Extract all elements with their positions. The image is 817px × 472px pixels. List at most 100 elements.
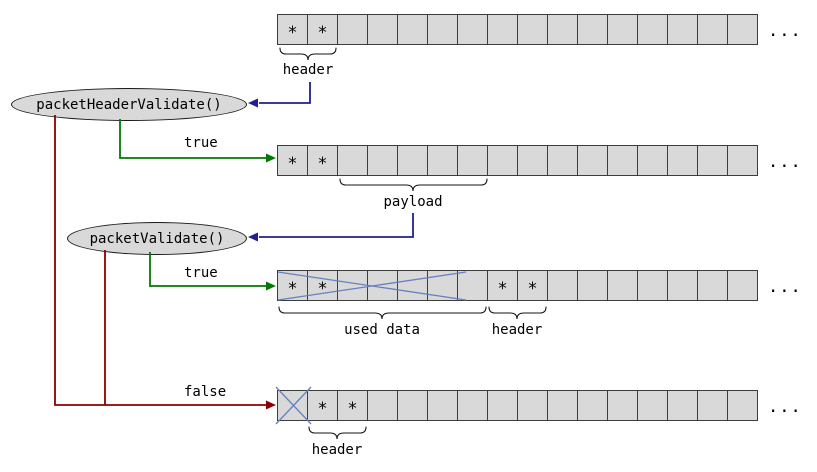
packet-cell xyxy=(517,14,548,45)
packet-cell xyxy=(607,270,638,301)
packet-cell xyxy=(637,390,668,421)
header-label-bottom: header xyxy=(311,442,363,458)
header-label-mid: header xyxy=(491,322,543,338)
packet-cell xyxy=(397,145,428,176)
packet-cell xyxy=(547,145,578,176)
packet-cell xyxy=(577,270,608,301)
packet-header-validate-label: packetHeaderValidate() xyxy=(36,96,222,113)
header-to-validator-line xyxy=(259,82,311,104)
packet-cell xyxy=(547,390,578,421)
true-label-top: true xyxy=(184,135,218,151)
packet-cell: * xyxy=(307,270,338,301)
packet-cell xyxy=(577,14,608,45)
packet-header-validate-node: packetHeaderValidate() xyxy=(11,88,247,121)
packet-cell: * xyxy=(487,270,518,301)
arrow-header-to-packetheadervalidate xyxy=(248,82,311,108)
packet-cell xyxy=(367,270,398,301)
underbrace-used-data xyxy=(278,306,487,320)
packet-cell xyxy=(487,14,518,45)
packet-cell xyxy=(607,14,638,45)
packet-cell xyxy=(367,14,398,45)
packet-cell: * xyxy=(307,390,338,421)
packet-cell: * xyxy=(277,270,308,301)
packet-cell: * xyxy=(307,14,338,45)
packet-cell: * xyxy=(277,14,308,45)
packet-cell xyxy=(637,145,668,176)
packet-cell xyxy=(367,145,398,176)
payload-to-validator-line xyxy=(259,213,414,238)
packet-cell xyxy=(457,390,488,421)
packet-cell xyxy=(577,390,608,421)
packet-cell xyxy=(727,390,758,421)
packet-cell xyxy=(667,270,698,301)
row-3-ellipsis: ... xyxy=(768,277,802,297)
packet-row-1: ** xyxy=(277,14,758,45)
packet-cell xyxy=(487,145,518,176)
packet-cell xyxy=(607,145,638,176)
packet-cell xyxy=(667,145,698,176)
packet-cell xyxy=(517,390,548,421)
packet-validate-label: packetValidate() xyxy=(89,230,225,247)
underbrace-payload xyxy=(339,178,488,192)
packet-cell xyxy=(547,270,578,301)
packet-cell xyxy=(637,270,668,301)
packet-cell xyxy=(547,14,578,45)
payload-label: payload xyxy=(383,194,443,210)
packet-cell xyxy=(697,14,728,45)
true-label-bottom: true xyxy=(184,265,218,281)
packet-cell xyxy=(337,14,368,45)
packet-cell xyxy=(667,14,698,45)
packet-cell xyxy=(337,145,368,176)
packet-cell xyxy=(337,270,368,301)
packet-validate-node: packetValidate() xyxy=(67,222,247,255)
packet-row-3: **** xyxy=(277,270,758,301)
underbrace-header-top xyxy=(279,47,337,61)
false-label: false xyxy=(184,384,227,400)
packet-cell: * xyxy=(277,145,308,176)
true-top-arrowhead xyxy=(266,153,276,163)
packet-cell: * xyxy=(337,390,368,421)
false-line-main xyxy=(54,115,267,406)
payload-to-validator-arrowhead xyxy=(248,232,258,242)
row-2-ellipsis: ... xyxy=(768,152,802,172)
packet-cell xyxy=(277,390,308,421)
packet-cell xyxy=(697,145,728,176)
packet-cell: * xyxy=(307,145,338,176)
packet-cell xyxy=(457,145,488,176)
header-label-top: header xyxy=(282,62,334,78)
packet-cell xyxy=(517,145,548,176)
arrow-false-to-row4 xyxy=(54,115,276,410)
packet-cell xyxy=(727,145,758,176)
packet-cell xyxy=(637,14,668,45)
packet-cell xyxy=(397,14,428,45)
false-arrowhead xyxy=(266,400,276,410)
underbrace-header-mid xyxy=(488,306,547,320)
packet-cell xyxy=(457,14,488,45)
packet-cell xyxy=(487,390,518,421)
row-1-ellipsis: ... xyxy=(768,21,802,41)
packet-cell: * xyxy=(517,270,548,301)
packet-cell xyxy=(427,14,458,45)
packet-row-4: ** xyxy=(277,390,758,421)
packet-cell xyxy=(607,390,638,421)
header-to-validator-arrowhead xyxy=(248,98,258,108)
packet-cell xyxy=(427,390,458,421)
packet-row-2: ** xyxy=(277,145,758,176)
packet-cell xyxy=(397,390,428,421)
arrow-payload-to-packetvalidate xyxy=(248,213,414,242)
packet-cell xyxy=(667,390,698,421)
packet-cell xyxy=(727,270,758,301)
packet-cell xyxy=(727,14,758,45)
packet-cell xyxy=(427,270,458,301)
true-bottom-arrowhead xyxy=(266,281,276,291)
packet-cell xyxy=(577,145,608,176)
used-data-label: used data xyxy=(344,322,420,338)
packet-cell xyxy=(397,270,428,301)
row-4-ellipsis: ... xyxy=(768,397,802,417)
packet-cell xyxy=(427,145,458,176)
packet-cell xyxy=(697,270,728,301)
packet-cell xyxy=(697,390,728,421)
packet-cell xyxy=(457,270,488,301)
underbrace-header-bottom xyxy=(308,426,367,440)
